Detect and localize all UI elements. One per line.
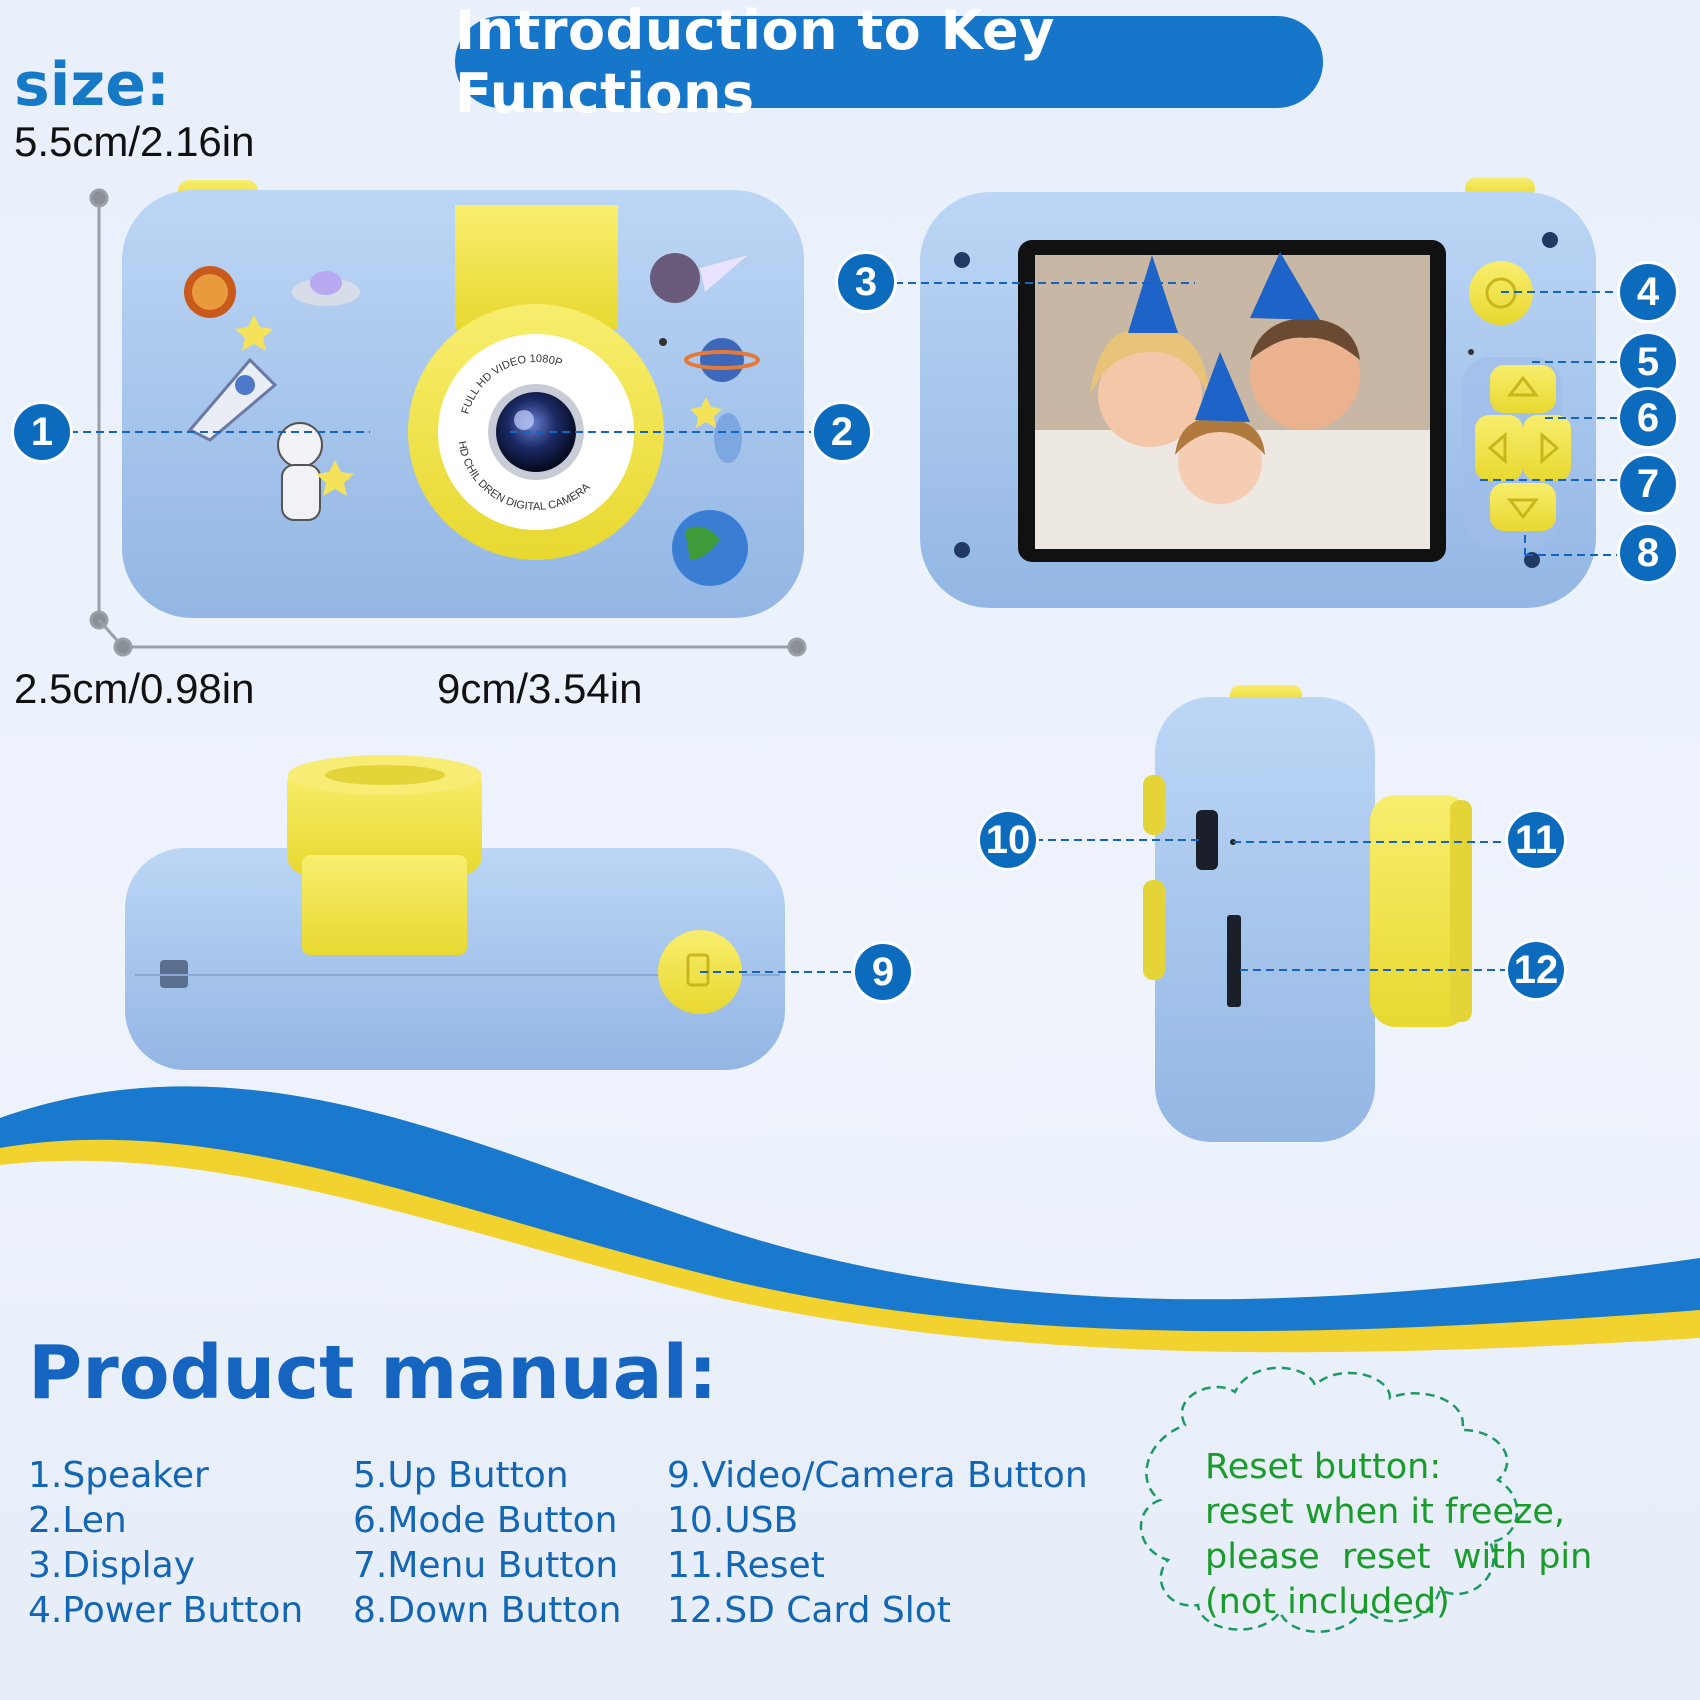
manual-item: 8.Down Button	[353, 1590, 622, 1631]
callout-8-badge: 8	[1620, 525, 1676, 581]
lens-ring-top-text: FULL HD VIDEO 1080P	[459, 353, 563, 416]
reset-note: Reset button: reset when it freeze, plea…	[1205, 1445, 1592, 1625]
manual-item: 5.Up Button	[353, 1455, 569, 1496]
manual-item: 11.Reset	[667, 1545, 825, 1586]
manual-item: 6.Mode Button	[353, 1500, 618, 1541]
side-camera	[1143, 685, 1472, 1142]
reset-note-line: Reset button:	[1205, 1447, 1442, 1487]
callout-3-badge: 3	[838, 254, 894, 310]
manual-column-3: 9.Video/Camera Button 10.USB 11.Reset 12…	[667, 1453, 1088, 1633]
callout-5-badge: 5	[1620, 334, 1676, 390]
reset-note-line: reset when it freeze,	[1205, 1492, 1566, 1532]
manual-item: 10.USB	[667, 1500, 799, 1541]
manual-item: 3.Display	[28, 1545, 196, 1586]
size-heading: size:	[14, 50, 170, 120]
decorative-wave	[0, 1086, 1700, 1353]
reset-note-cloud	[1139, 1366, 1519, 1633]
svg-text:FULL HD VIDEO 1080P: FULL HD VIDEO 1080P	[459, 353, 563, 416]
manual-item: 1.Speaker	[28, 1455, 209, 1496]
callout-7-badge: 7	[1620, 456, 1676, 512]
svg-text:HD CHIL DREN DIGITAL CAMERA: HD CHIL DREN DIGITAL CAMERA	[456, 440, 593, 513]
callout-12-badge: 12	[1508, 942, 1564, 998]
callout-1-badge: 1	[14, 404, 70, 460]
callout-9-badge: 9	[855, 944, 911, 1000]
top-camera	[125, 755, 785, 1070]
manual-heading: Product manual:	[28, 1330, 718, 1416]
callout-11-badge: 11	[1508, 812, 1564, 868]
callout-2-badge: 2	[814, 404, 870, 460]
manual-item: 7.Menu Button	[353, 1545, 619, 1586]
depth-dimension: 2.5cm/0.98in	[14, 665, 255, 712]
manual-item: 4.Power Button	[28, 1590, 304, 1631]
callout-4-badge: 4	[1620, 264, 1676, 320]
back-camera	[920, 178, 1596, 608]
callout-10-badge: 10	[980, 812, 1036, 868]
manual-column-2: 5.Up Button 6.Mode Button 7.Menu Button …	[353, 1453, 621, 1633]
callout-6-badge: 6	[1620, 390, 1676, 446]
dimension-lines	[89, 188, 807, 657]
width-dimension: 9cm/3.54in	[437, 665, 643, 712]
manual-column-1: 1.Speaker 2.Len 3.Display 4.Power Button	[28, 1453, 303, 1633]
manual-item: 2.Len	[28, 1500, 127, 1541]
callout-lines	[70, 282, 1618, 973]
reset-note-line: please reset with pin	[1205, 1537, 1593, 1577]
manual-item: 9.Video/Camera Button	[667, 1455, 1088, 1496]
lens-ring-text: FULL HD VIDEO 1080P HD CHIL DREN DIGITAL…	[456, 353, 593, 513]
reset-note-line: (not included)	[1205, 1582, 1450, 1622]
lens-ring-bottom-text: HD CHIL DREN DIGITAL CAMERA	[456, 440, 593, 513]
height-dimension: 5.5cm/2.16in	[14, 118, 255, 165]
manual-item: 12.SD Card Slot	[667, 1590, 951, 1631]
